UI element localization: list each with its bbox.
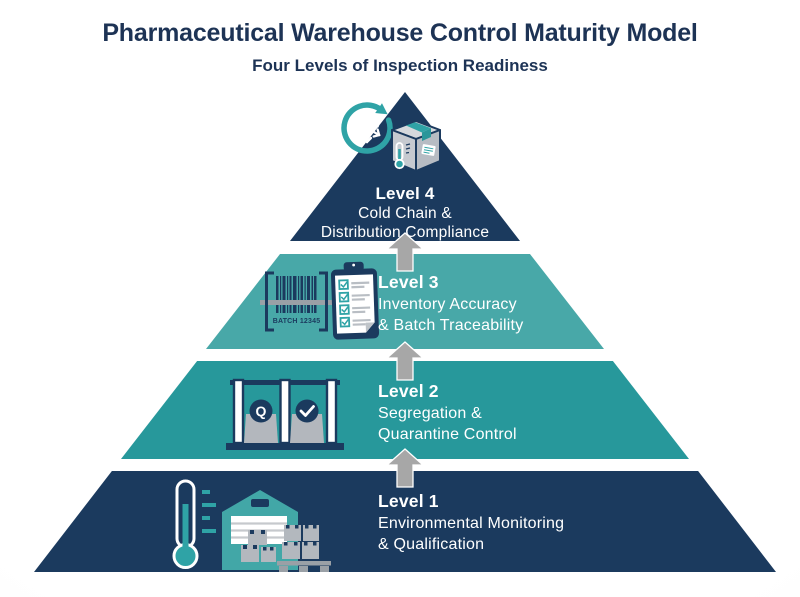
level-2-line-2: Quarantine Control [378,426,517,443]
level-1-text: Level 1 Environmental Monitoring & Quali… [378,490,564,555]
page-subtitle: Four Levels of Inspection Readiness [252,56,548,75]
thermometer-icon [172,479,216,569]
svg-text:BATCH 12345: BATCH 12345 [273,318,321,325]
thermometer-warehouse-icon [172,479,331,572]
svg-text:Q: Q [256,403,267,419]
bay-base [226,443,344,450]
level-3-label: Level 3 [378,272,439,292]
quarantine-pallet [244,414,278,443]
roof-vent [251,499,269,507]
level-4-text: Level 4 Cold Chain & Distribution Compli… [280,183,530,242]
checklist-rows [338,279,371,328]
quarantine-bays-icon: Q [226,378,344,450]
level-2-line-1: Segregation & [378,405,483,422]
level-4-line-2: Distribution Compliance [320,224,490,241]
refresh-cycle-icon [341,102,393,154]
up-arrow-icon [386,448,424,488]
up-arrow-icon [386,232,424,272]
barcode-icon: BATCH 12345 [260,271,335,332]
barcode-checklist-icon: BATCH 12345 [260,261,380,340]
front-boxes [241,530,276,562]
package-thermometer-icon [394,142,411,170]
level-4-label: Level 4 [375,184,435,203]
up-arrow-icon [386,341,424,381]
package-tape [406,122,431,141]
scale-ticks [202,490,216,533]
level-3-text: Level 3 Inventory Accuracy & Batch Trace… [378,271,523,336]
cold-chain-package-icon [341,102,441,172]
folded-corner [365,322,375,333]
quarantine-badge: Q [249,399,273,423]
pallet-stack [277,525,331,572]
snowflake-icon [353,112,381,144]
level-3-line-2: & Batch Traceability [378,317,524,334]
level-1-band [34,471,776,572]
level-2-label: Level 2 [378,381,439,401]
released-pallet [290,414,324,443]
level-2-text: Level 2 Segregation & Quarantine Control [378,380,517,445]
level-1-line-1: Environmental Monitoring [378,515,565,532]
pallet [277,561,331,572]
clipboard-icon [330,261,380,340]
level-3-line-1: Inventory Accuracy [378,296,517,313]
released-check-badge [295,399,319,423]
page-title: Pharmaceutical Warehouse Control Maturit… [102,19,698,47]
level-1-label: Level 1 [378,491,439,511]
level-1-line-2: & Qualification [378,536,485,553]
scan-line [260,300,335,305]
level-4-line-1: Cold Chain & [358,205,452,222]
package-label [421,144,436,156]
